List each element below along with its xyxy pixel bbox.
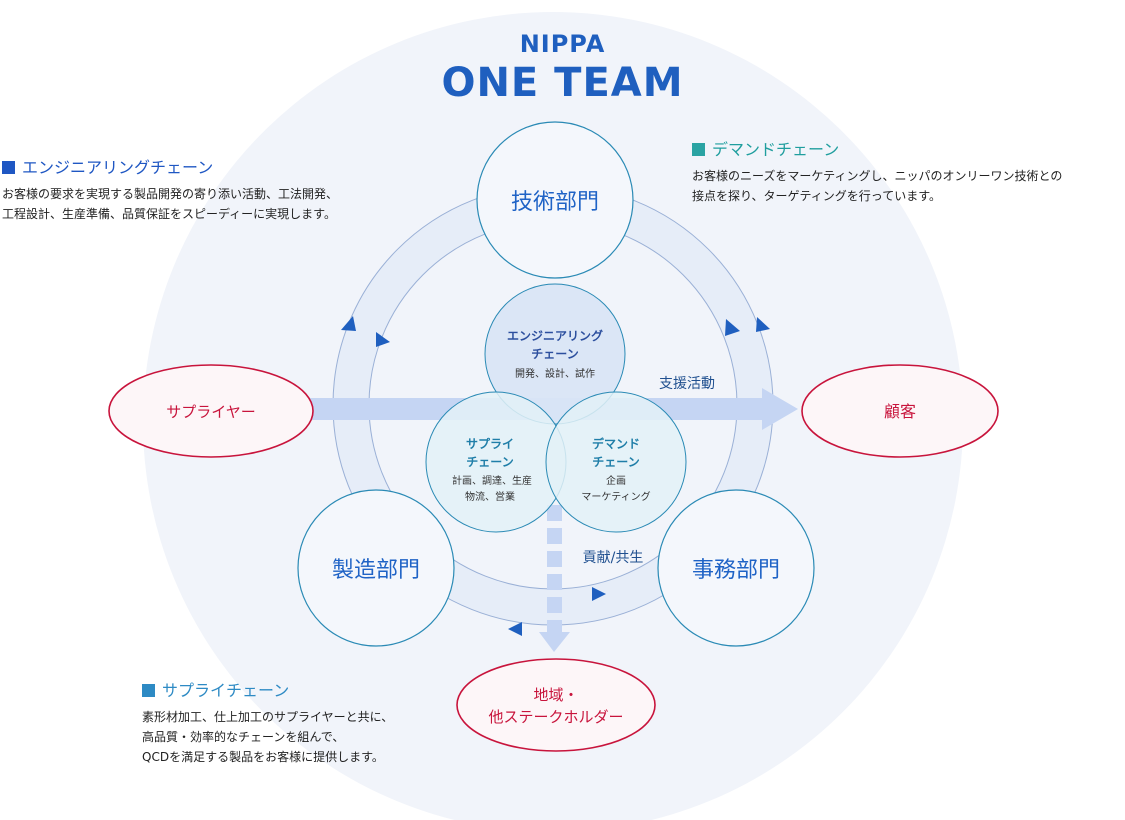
venn-demand-title-2: チェーン — [592, 455, 639, 469]
section-title-supply: サプライチェーン — [142, 677, 289, 701]
ring-arrow-inner-right — [725, 319, 740, 336]
venn-supply-title-2: チェーン — [466, 455, 513, 469]
department-label-office: 事務部門 — [692, 558, 780, 583]
page-title: ONE TEAM — [441, 60, 684, 106]
department-circle-office[interactable] — [657, 489, 815, 647]
ring-arrow-inner-left — [376, 332, 390, 347]
venn-engineering-sub: 開発、設計、試作 — [515, 367, 595, 380]
flow-label-contribution: 貢献/共生 — [583, 550, 644, 566]
ring-arrow-bottom-right — [592, 587, 606, 601]
department-label-tech: 技術部門 — [511, 190, 599, 215]
brand-logo: NIPPA — [519, 30, 606, 58]
ring-arrow-bottom-left — [508, 622, 522, 636]
square-bullet-icon — [2, 161, 15, 174]
party-ellipse-region[interactable] — [456, 658, 656, 752]
venn-supply-sub-1: 計画、調達、生産 — [452, 474, 532, 487]
department-circle-manufacturing[interactable] — [297, 489, 455, 647]
venn-engineering-title-1: エンジニアリング — [507, 328, 603, 343]
section-body-demand: お客様のニーズをマーケティングし、ニッパのオンリーワン技術との 接点を探り、ター… — [692, 169, 1063, 203]
ring-arrow-left-up — [341, 316, 356, 331]
venn-demand-sub-2: マーケティング — [581, 490, 650, 503]
venn-circle-demand[interactable] — [545, 391, 687, 533]
venn-demand-sub-1: 企画 — [606, 474, 626, 487]
contribution-flow-arrow — [539, 505, 570, 652]
party-ellipse-customer[interactable] — [801, 364, 999, 458]
party-ellipse-supplier[interactable] — [108, 364, 314, 458]
party-label-supplier: サプライヤー — [166, 403, 256, 421]
square-bullet-icon — [692, 143, 705, 156]
ring-arrow-right-down — [756, 317, 770, 332]
section-title-demand: デマンドチェーン — [692, 136, 839, 160]
venn-engineering-title-2: チェーン — [531, 347, 578, 361]
department-circle-tech[interactable] — [476, 121, 634, 279]
square-bullet-icon — [142, 684, 155, 697]
party-label-region-line1: 地域・ — [533, 686, 578, 704]
section-body-engineering: お客様の要求を実現する製品開発の寄り添い活動、工法開発、 工程設計、生産準備、品… — [2, 187, 339, 221]
party-label-region-line2: 他ステークホルダー — [488, 708, 623, 726]
party-label-customer: 顧客 — [884, 402, 916, 421]
venn-supply-title-1: サプライ — [466, 436, 514, 451]
venn-supply-sub-2: 物流、営業 — [465, 490, 515, 503]
venn-demand-title-1: デマンド — [592, 436, 640, 451]
department-label-manufacturing: 製造部門 — [332, 558, 420, 583]
section-body-supply: 素形材加工、仕上加工のサプライヤーと共に、 高品質・効率的なチェーンを組んで、 … — [142, 710, 394, 764]
section-title-engineering: エンジニアリングチェーン — [2, 154, 213, 178]
flow-label-support: 支援活動 — [659, 376, 715, 392]
